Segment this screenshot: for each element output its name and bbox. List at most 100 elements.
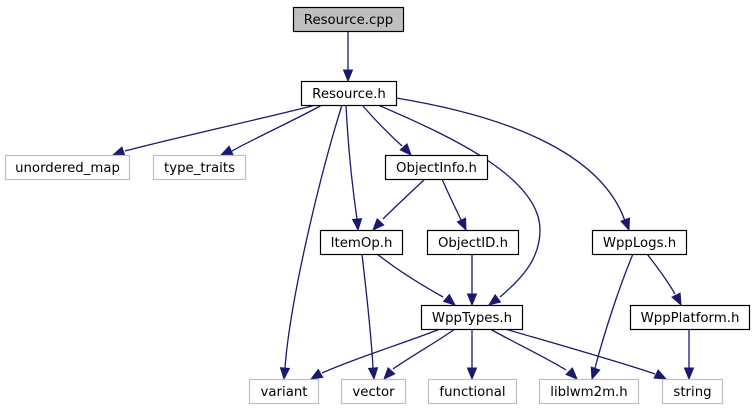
node-functional: functional <box>427 378 518 405</box>
node-label: variant <box>261 385 308 400</box>
node-box <box>420 304 524 331</box>
node-label: WppTypes.h <box>432 311 512 326</box>
edge-resource_h-to-wpplogs_h <box>395 97 630 232</box>
edge-line <box>489 328 567 371</box>
node-label: vector <box>352 385 395 400</box>
edge-itemop_h-to-wpptypes_h <box>376 253 457 306</box>
edge-resource_h-to-variant <box>279 104 343 381</box>
arrowhead-icon <box>309 368 324 380</box>
arrowhead-icon <box>683 367 695 381</box>
edge-line <box>231 104 323 152</box>
node-label: unordered_map <box>15 161 120 176</box>
arrowhead-icon <box>565 367 578 380</box>
arrowhead-icon <box>442 293 457 306</box>
arrowhead-icon <box>279 367 291 381</box>
node-box <box>4 154 131 181</box>
node-resource-h[interactable]: Resource.h <box>300 80 398 107</box>
edge-line <box>377 104 541 298</box>
node-liblwm2m-h: liblwm2m.h <box>538 378 640 405</box>
arrowhead-icon <box>372 217 385 231</box>
edges-layer <box>111 31 695 381</box>
edge-resource_cpp-to-resource_h <box>342 31 354 83</box>
edge-wpptypes_h-to-functional <box>466 329 478 381</box>
node-box <box>152 154 247 181</box>
edge-line <box>504 328 656 375</box>
edge-resource_h-to-type_traits <box>219 104 323 156</box>
edge-objectid_h-to-wpptypes_h <box>466 254 478 307</box>
arrowhead-icon <box>466 367 478 381</box>
node-box <box>426 229 520 256</box>
edge-line <box>392 328 456 370</box>
node-box <box>300 80 398 107</box>
node-label: WppLogs.h <box>603 236 676 251</box>
edge-wpptypes_h-to-liblwm2m_h <box>489 328 578 380</box>
arrowhead-icon <box>620 217 630 232</box>
node-label: Resource.cpp <box>304 13 393 28</box>
node-box <box>384 154 489 181</box>
arrowhead-icon <box>466 293 478 307</box>
node-label: type_traits <box>164 161 235 176</box>
arrowhead-icon <box>399 142 412 156</box>
node-unordered-map: unordered_map <box>4 154 131 181</box>
node-label: string <box>673 385 711 400</box>
node-itemop-h[interactable]: ItemOp.h <box>319 229 404 256</box>
node-label: liblwm2m.h <box>550 385 627 400</box>
node-wpplogs-h[interactable]: WppLogs.h <box>591 229 688 256</box>
edge-line <box>361 253 374 369</box>
node-box <box>340 378 407 405</box>
edge-itemop_h-to-vector <box>361 253 379 381</box>
edge-resource_h-to-wpptypes_h <box>377 104 541 306</box>
node-string: string <box>661 378 724 405</box>
edge-line <box>594 253 634 369</box>
edge-line <box>395 97 626 222</box>
node-type-traits: type_traits <box>152 154 247 181</box>
arrowhead-icon <box>342 69 354 83</box>
edge-wpptypes_h-to-string <box>504 328 668 380</box>
node-resource-cpp[interactable]: Resource.cpp <box>292 6 405 33</box>
edge-line <box>361 104 403 147</box>
arrowhead-icon <box>219 145 234 156</box>
arrowhead-icon <box>383 366 396 380</box>
node-box <box>292 6 405 33</box>
edge-wpptypes_h-to-vector <box>383 328 456 380</box>
edge-wpplogs_h-to-wppplatform_h <box>646 253 682 307</box>
edge-objectinfo_h-to-objectid_h <box>441 178 467 232</box>
arrowhead-icon <box>671 292 682 307</box>
node-box <box>661 378 724 405</box>
edge-resource_h-to-itemop_h <box>345 104 363 232</box>
edge-line <box>321 328 441 374</box>
arrowhead-icon <box>351 218 363 232</box>
node-label: functional <box>439 385 505 400</box>
node-label: WppPlatform.h <box>641 311 740 326</box>
node-label: ObjectID.h <box>438 236 508 251</box>
edge-resource_h-to-objectinfo_h <box>361 104 412 156</box>
node-label: ObjectInfo.h <box>396 161 477 176</box>
edge-line <box>284 104 343 369</box>
node-box <box>591 229 688 256</box>
edge-resource_h-to-unordered_map <box>111 104 317 157</box>
edge-line <box>345 104 358 220</box>
arrowhead-icon <box>653 369 668 380</box>
node-variant: variant <box>248 378 320 405</box>
node-box <box>629 304 751 331</box>
node-vector: vector <box>340 378 407 405</box>
edge-wpptypes_h-to-variant <box>309 328 441 380</box>
node-label: Resource.h <box>312 87 386 102</box>
arrowhead-icon <box>456 217 467 232</box>
node-box <box>538 378 640 405</box>
edge-line <box>124 104 317 152</box>
edge-line <box>376 253 444 298</box>
arrowhead-icon <box>487 293 502 306</box>
edge-wppplatform_h-to-string <box>683 329 695 381</box>
node-objectid-h[interactable]: ObjectID.h <box>426 229 520 256</box>
node-wppplatform-h[interactable]: WppPlatform.h <box>629 304 751 331</box>
node-wpptypes-h[interactable]: WppTypes.h <box>420 304 524 331</box>
edge-line <box>646 253 676 295</box>
node-label: ItemOp.h <box>331 236 393 251</box>
node-objectinfo-h[interactable]: ObjectInfo.h <box>384 154 489 181</box>
arrowhead-icon <box>590 366 601 381</box>
edge-line <box>441 178 462 221</box>
node-box <box>319 229 404 256</box>
